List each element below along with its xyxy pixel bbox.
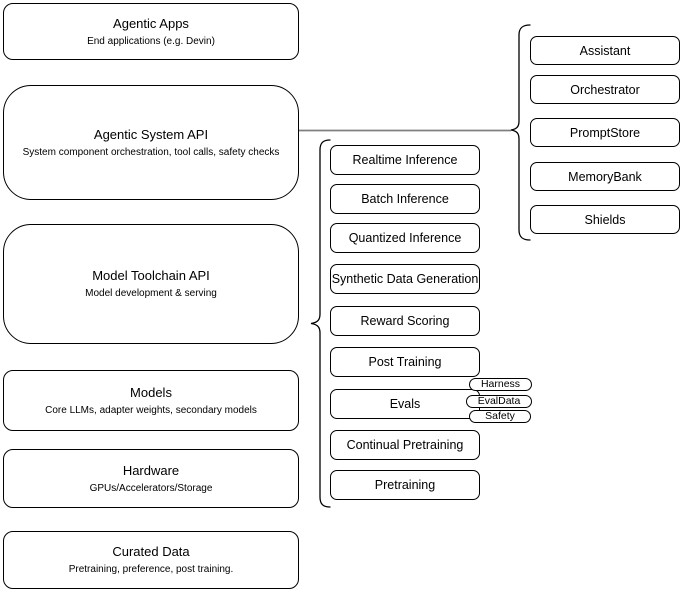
node-synthetic-data-generation: Synthetic Data Generation — [330, 264, 480, 294]
node-title: Agentic System API — [93, 126, 209, 142]
node-title: Curated Data — [112, 544, 190, 559]
node-assistant: Assistant — [530, 36, 680, 65]
node-evals: Evals — [330, 389, 480, 419]
node-quantized-inference: Quantized Inference — [330, 223, 480, 253]
node-reward-scoring: Reward Scoring — [330, 306, 480, 336]
node-curated-data: Curated Data Pretraining, preference, po… — [3, 531, 299, 589]
node-agentic-system-api: Agentic System API System component orch… — [3, 85, 299, 200]
node-subtitle: End applications (e.g. Devin) — [87, 35, 215, 47]
node-memorybank: MemoryBank — [530, 162, 680, 191]
node-subtitle: Pretraining, preference, post training. — [68, 564, 234, 575]
right-group-brace — [510, 24, 531, 241]
node-orchestrator: Orchestrator — [530, 75, 680, 104]
node-model-toolchain-api: Model Toolchain API Model development & … — [3, 224, 299, 344]
node-promptstore: PromptStore — [530, 118, 680, 147]
node-realtime-inference: Realtime Inference — [330, 145, 480, 175]
node-hardware: Hardware GPUs/Accelerators/Storage — [3, 449, 299, 508]
node-models: Models Core LLMs, adapter weights, secon… — [3, 370, 299, 431]
tag-harness: Harness — [469, 378, 532, 391]
node-pretraining: Pretraining — [330, 470, 480, 500]
node-title: Models — [130, 384, 172, 400]
node-subtitle: Model development & serving — [85, 288, 217, 299]
node-title: Agentic Apps — [113, 15, 189, 31]
node-title: Hardware — [122, 462, 180, 478]
node-subtitle: GPUs/Accelerators/Storage — [89, 482, 213, 494]
node-continual-pretraining: Continual Pretraining — [330, 430, 480, 460]
node-title: Model Toolchain API — [92, 268, 210, 283]
tag-safety: Safety — [469, 410, 531, 423]
node-agentic-apps: Agentic Apps End applications (e.g. Devi… — [3, 3, 299, 60]
node-batch-inference: Batch Inference — [330, 184, 480, 214]
middle-group-brace — [310, 139, 331, 508]
node-shields: Shields — [530, 205, 680, 234]
node-subtitle: System component orchestration, tool cal… — [22, 146, 280, 158]
tag-evaldata: EvalData — [466, 395, 532, 408]
node-subtitle: Core LLMs, adapter weights, secondary mo… — [45, 404, 257, 416]
node-post-training: Post Training — [330, 347, 480, 377]
